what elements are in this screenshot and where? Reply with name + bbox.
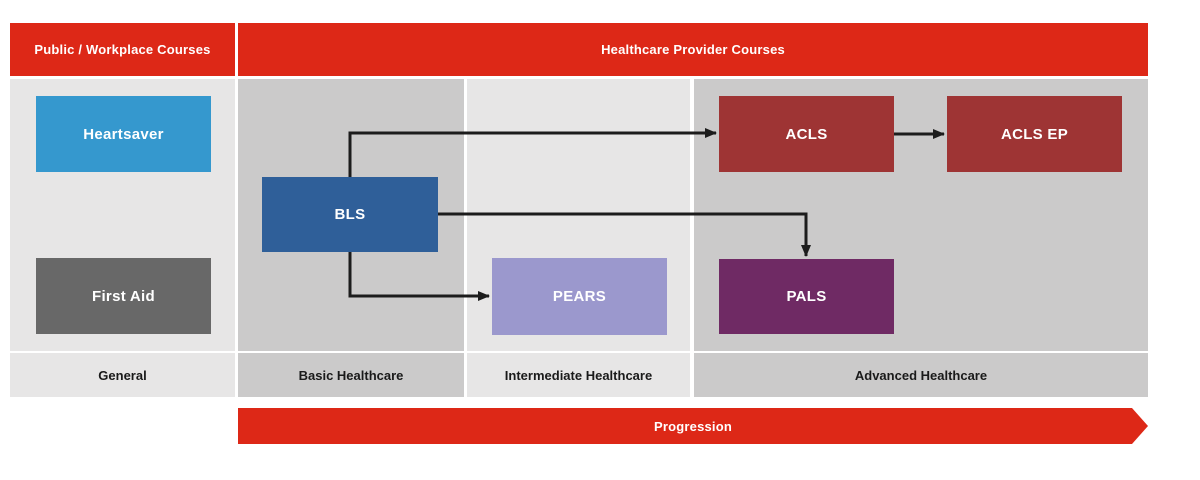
course-box-pals: PALS xyxy=(719,259,894,334)
progression-label: Progression xyxy=(653,418,733,434)
category-label-basic-healthcare: Basic Healthcare xyxy=(298,367,404,383)
category-label-intermediate-healthcare: Intermediate Healthcare xyxy=(504,367,653,383)
category-label-advanced-healthcare: Advanced Healthcare xyxy=(854,367,988,383)
course-label-first-aid: First Aid xyxy=(92,287,155,305)
header-public-workplace-courses: Public / Workplace Courses xyxy=(10,23,235,76)
category-strip-advanced-healthcare: Advanced Healthcare xyxy=(694,353,1148,397)
category-strip-basic-healthcare: Basic Healthcare xyxy=(238,353,464,397)
category-strip-general: General xyxy=(10,353,235,397)
header-healthcare-provider-courses: Healthcare Provider Courses xyxy=(238,23,1148,76)
course-box-acls: ACLS xyxy=(719,96,894,172)
course-box-acls-ep: ACLS EP xyxy=(947,96,1122,172)
course-box-bls: BLS xyxy=(262,177,438,252)
header-healthcare-provider-label: Healthcare Provider Courses xyxy=(601,42,785,57)
category-label-general: General xyxy=(98,367,147,383)
course-box-heartsaver: Heartsaver xyxy=(36,96,211,172)
course-label-bls: BLS xyxy=(334,206,366,223)
course-label-acls-ep: ACLS EP xyxy=(1000,125,1069,143)
course-label-pals: PALS xyxy=(786,288,827,305)
header-public-workplace-label: Public / Workplace Courses xyxy=(34,42,211,57)
course-box-pears: PEARS xyxy=(492,258,667,335)
course-box-first-aid: First Aid xyxy=(36,258,211,334)
course-label-pears: PEARS xyxy=(552,288,607,305)
progression-arrow: Progression xyxy=(238,408,1148,444)
course-label-heartsaver: Heartsaver xyxy=(83,125,164,143)
course-label-acls: ACLS xyxy=(785,125,828,143)
category-strip-intermediate-healthcare: Intermediate Healthcare xyxy=(467,353,690,397)
